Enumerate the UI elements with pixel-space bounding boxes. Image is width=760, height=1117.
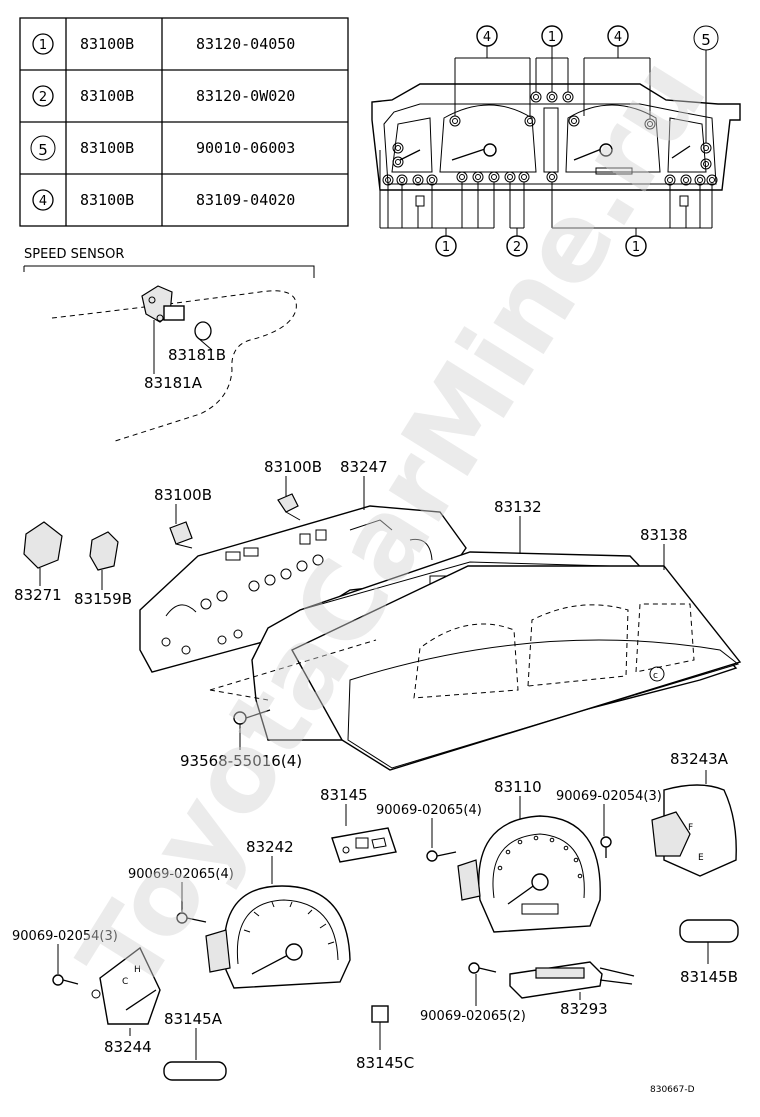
cluster-housing-outline <box>371 83 741 191</box>
part-label: 90069-02065(4) <box>128 867 234 882</box>
bulb-row: 5 83100B 90010-06003 <box>30 135 295 161</box>
panel-part-83145 <box>331 827 397 863</box>
screw-part <box>426 850 457 862</box>
callout-bubble <box>506 235 528 257</box>
bulb-row: 4 83100B 83109-04020 <box>32 189 295 211</box>
tachometer-part <box>205 885 351 989</box>
fuel-empty-mark: E <box>698 853 704 863</box>
cap-part-83145C <box>371 1005 389 1023</box>
bulb-part-number: 83120-0W020 <box>196 87 295 105</box>
bulb-symbol: 1 <box>39 38 47 53</box>
bulb-socket-part <box>169 521 193 549</box>
bulb-part-number: 83120-04050 <box>196 35 295 53</box>
bulb-symbol: 5 <box>38 141 48 159</box>
callout-bubble <box>541 25 563 47</box>
speed-sensor-part <box>141 285 185 323</box>
diagram-code: 830667-D <box>650 1085 695 1095</box>
part-label: 83159B <box>74 590 132 608</box>
temp-cold-mark: C <box>122 977 128 987</box>
part-label: 83247 <box>340 458 388 476</box>
connector-part-83271 <box>23 521 63 569</box>
callout-bubble <box>693 25 719 51</box>
part-label: 83242 <box>246 838 294 856</box>
bulb-row: 2 83100B 83120-0W020 <box>32 85 295 107</box>
part-label: 83181A <box>144 374 203 392</box>
tachometer-window <box>439 104 537 173</box>
callout-label: 2 <box>513 240 521 255</box>
callout-bubble <box>435 235 457 257</box>
part-label: 83293 <box>560 1000 608 1018</box>
temp-hot-mark: H <box>134 965 141 975</box>
o-ring <box>194 321 212 341</box>
speed-sensor-section: SPEED SENSOR 83181B 83181A <box>23 247 315 443</box>
bulb-ref: 83100B <box>80 87 134 105</box>
connector-part-83159B <box>89 531 119 571</box>
screw-part <box>600 836 612 858</box>
fuel-full-mark: F <box>688 823 693 833</box>
odometer-part-83293 <box>509 961 635 999</box>
part-label: 83244 <box>104 1038 152 1056</box>
part-label: 83145B <box>680 968 738 986</box>
bulb-ref: 83100B <box>80 139 134 157</box>
lens-part-83145A <box>163 1061 227 1081</box>
part-label: 90069-02054(3) <box>12 929 118 944</box>
bulb-part-number: 90010-06003 <box>196 139 295 157</box>
trip-knob <box>649 666 665 682</box>
part-label: 90069-02065(4) <box>376 803 482 818</box>
part-label: 83132 <box>494 498 542 516</box>
temp-gauge-part: H C <box>91 946 161 1025</box>
bulb-part-number: 83109-04020 <box>196 191 295 209</box>
bulb-row: 1 83100B 83120-04050 <box>32 33 295 55</box>
bulb-symbol: 2 <box>39 90 47 105</box>
fuel-gauge-part: F E <box>651 770 737 877</box>
transmission-case-outline <box>51 290 297 443</box>
bulb-ref: 83100B <box>80 191 134 209</box>
part-label: 83100B <box>154 486 212 504</box>
part-label: 83145 <box>320 786 368 804</box>
bulb-symbol: 4 <box>39 194 47 209</box>
callout-bubble <box>625 235 647 257</box>
callout-label: 4 <box>614 30 622 45</box>
part-label: 83243A <box>670 750 729 768</box>
part-label: 90069-02054(3) <box>556 789 662 804</box>
bulb-table: 1 83100B 83120-04050 2 83100B 83120-0W02… <box>19 17 349 227</box>
bulb-socket-part <box>277 493 301 521</box>
part-label: 93568-55016(4) <box>180 752 302 770</box>
part-label: 83145A <box>164 1010 223 1028</box>
callout-label: 1 <box>548 30 556 45</box>
part-label: 83145C <box>356 1054 414 1072</box>
svg-text:c: c <box>653 671 658 681</box>
speedometer-part <box>457 815 601 933</box>
screw-part <box>468 962 497 974</box>
speedometer-window <box>565 104 661 173</box>
part-label: 83271 <box>14 586 62 604</box>
cluster-rear-view: 4 1 4 5 1 <box>371 25 741 257</box>
part-label: 83138 <box>640 526 688 544</box>
part-label: 90069-02065(2) <box>420 1009 526 1024</box>
callout-label: 5 <box>701 31 711 49</box>
screw-part <box>52 974 79 986</box>
part-label: 83181B <box>168 346 226 364</box>
callout-label: 1 <box>442 240 450 255</box>
screw-part <box>176 912 207 924</box>
callout-bubble <box>607 25 629 47</box>
lens-part-83145B <box>679 919 739 943</box>
exploded-cluster: c <box>23 493 742 771</box>
callout-bubble <box>476 25 498 47</box>
bulb-ref: 83100B <box>80 35 134 53</box>
callout-label: 1 <box>632 240 640 255</box>
part-label: 83110 <box>494 778 542 796</box>
callout-label: 4 <box>483 30 491 45</box>
speed-sensor-title: SPEED SENSOR <box>24 247 124 262</box>
part-label: 83100B <box>264 458 322 476</box>
